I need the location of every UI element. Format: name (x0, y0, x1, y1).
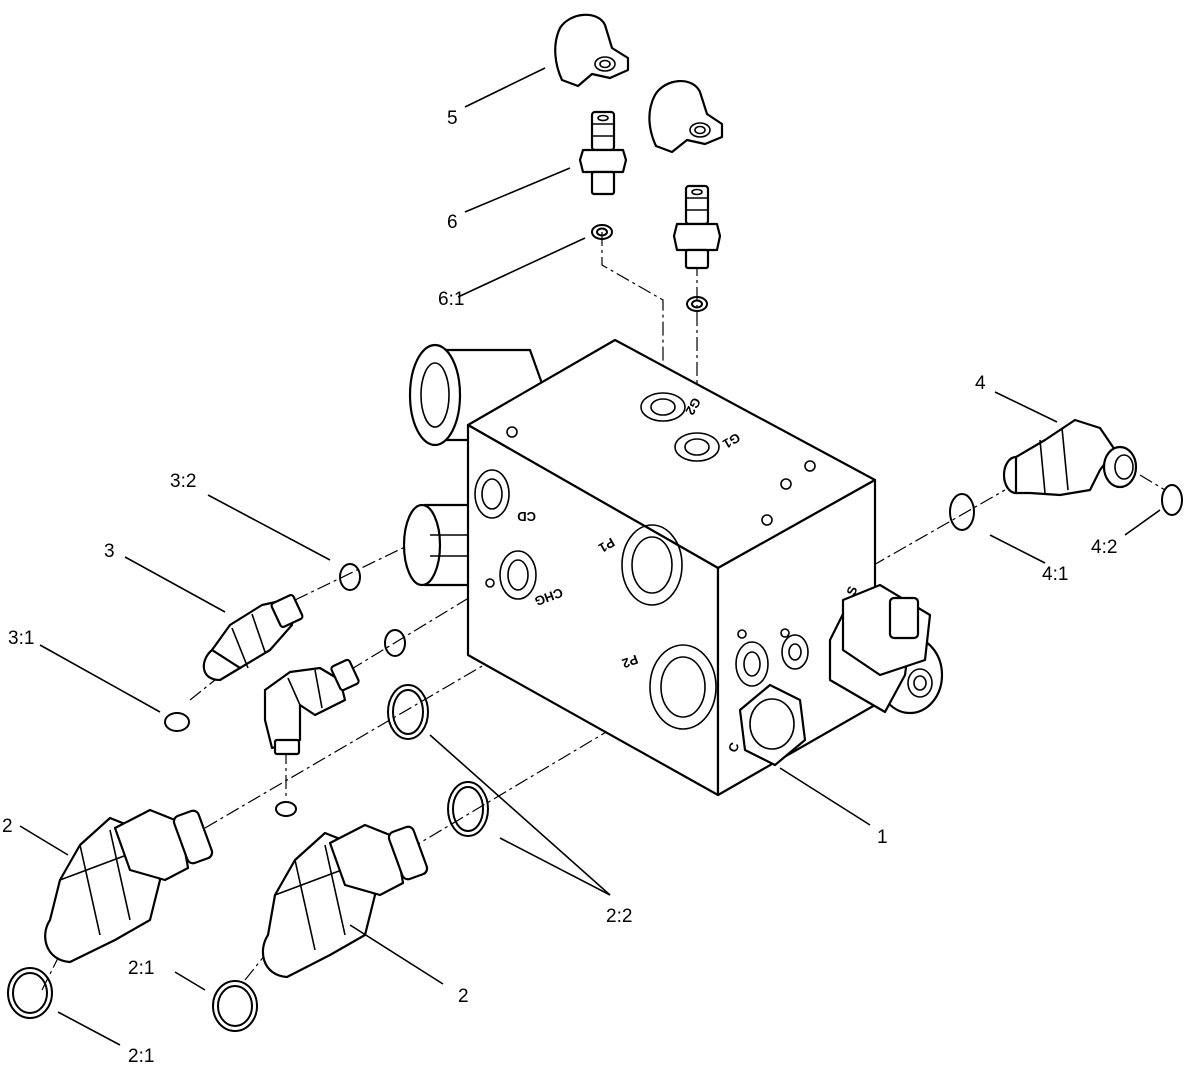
stamp-cd: CD (517, 509, 536, 524)
callout-2-1-lower: 2:1 (128, 1046, 154, 1067)
stamp-p1: P1 (596, 535, 617, 556)
port-cd (474, 469, 510, 519)
callout-3: 3 (104, 541, 115, 562)
solenoid-coil (828, 583, 944, 715)
left-cartridge (402, 503, 472, 587)
callout-3-2: 3:2 (170, 471, 196, 492)
callout-5: 5 (447, 108, 458, 129)
callout-6: 6 (447, 212, 458, 233)
fitting-2-elbow-left (44, 808, 214, 964)
fitting-4-elbow (1002, 418, 1138, 497)
test-port-cap-left (554, 13, 630, 88)
callout-2-right: 2 (458, 986, 469, 1007)
fitting-chg-elbow (263, 658, 360, 756)
callout-4-2: 4:2 (1091, 537, 1117, 558)
callout-2-2: 2:2 (606, 906, 632, 927)
callout-6-1: 6:1 (438, 289, 464, 310)
test-fitting-right (672, 184, 722, 270)
valve-manifold-block: CD P1 CHG P2 G2 G1 C S (402, 338, 944, 797)
test-port-cap-right (648, 79, 724, 154)
callout-1: 1 (877, 827, 888, 848)
test-fitting-left (578, 110, 628, 196)
fitting-2-elbow-right (261, 823, 429, 979)
o-rings (7, 224, 1183, 1032)
fitting-3-elbow (202, 594, 304, 682)
callout-2-left: 2 (2, 816, 13, 837)
port-chg (485, 550, 537, 600)
leader-lines (19, 67, 1161, 1046)
port-g1 (674, 432, 720, 462)
callout-2-1-upper: 2:1 (128, 958, 154, 979)
port-p1 (621, 524, 683, 606)
port-p2 (649, 644, 717, 730)
port-g2 (640, 392, 686, 422)
callout-4: 4 (975, 373, 986, 394)
callout-4-1: 4:1 (1042, 564, 1068, 585)
callout-3-1: 3:1 (8, 628, 34, 649)
callout-labels: 5 6 6:1 4 4:1 4:2 3:2 3 3:1 1 2 2 2:2 2:… (2, 108, 1117, 1067)
stamp-p2: P2 (620, 652, 640, 672)
right-face-plugs (735, 628, 809, 767)
